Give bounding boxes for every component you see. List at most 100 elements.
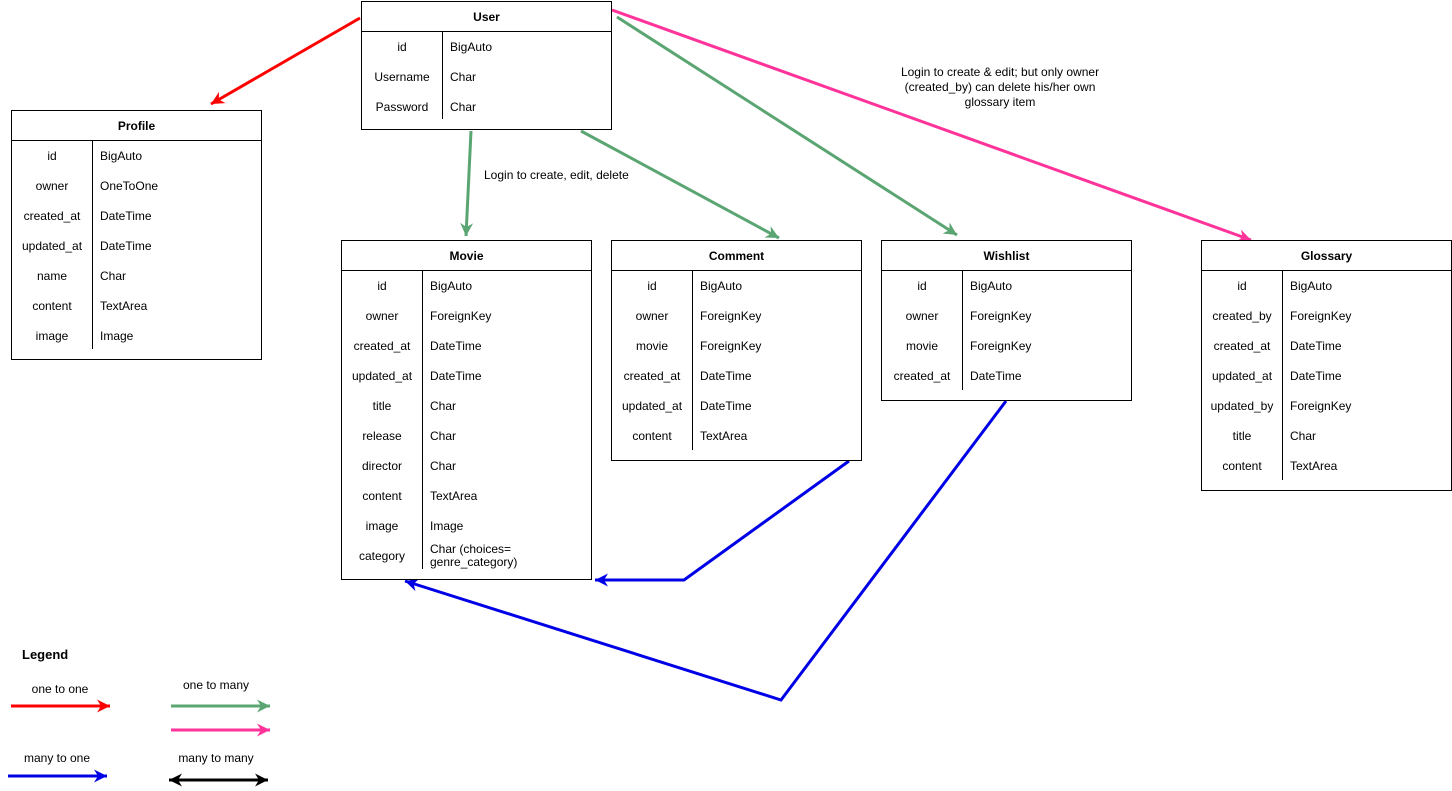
field-type: Image [430,518,464,533]
field-type: ForeignKey [970,338,1032,353]
field-row-wishlist-created_at: created_at DateTime [882,361,1131,391]
field-name: id [647,279,657,293]
legend-label-many-to-one: many to one [23,751,91,765]
entity-glossary-title: Glossary [1202,241,1451,271]
entity-glossary-divider [1282,271,1283,480]
glossary-permission-note: Login to create & edit; but only owner (… [900,65,1100,109]
field-type: OneToOne [100,178,159,193]
edge-comment-movie-arrowhead [595,573,608,587]
edge-user-wishlist-arrowhead [942,222,957,235]
legend-line-many-to-many-start-arrowhead [169,773,182,787]
field-type: Image [100,328,134,343]
field-row-glossary-content: content TextArea [1202,451,1451,481]
field-name: director [361,459,402,473]
field-row-profile-owner: owner OneToOne [12,171,261,201]
field-type: BigAuto [1290,278,1333,293]
field-type: BigAuto [100,148,143,163]
field-type: Char [100,268,127,283]
field-type: Char [430,398,457,413]
field-row-glossary-updated_at: updated_at DateTime [1202,361,1451,391]
field-type: DateTime [430,368,482,383]
field-type: DateTime [970,368,1022,383]
field-type: ForeignKey [1290,398,1352,413]
field-row-comment-updated_at: updated_at DateTime [612,391,861,421]
field-type: Char [1290,428,1317,443]
field-name: updated_at [1211,369,1273,383]
field-name: created_at [23,209,81,223]
entity-movie-divider [422,271,423,569]
field-name: created_at [1213,339,1271,353]
field-type: TextArea [430,488,478,503]
edge-user-profile [210,16,361,106]
field-type: Char [430,458,457,473]
legend-label-one-to-one: one to one [31,682,89,696]
legend-line-one-to-many-arrowhead [257,699,270,713]
field-name: owner [35,179,69,193]
field-name: owner [365,309,399,323]
edge-user-movie [464,130,473,237]
field-name: created_at [353,339,411,353]
field-name: title [1232,429,1252,443]
edge-user-wishlist [616,15,958,237]
field-type: ForeignKey [700,338,762,353]
legend-title: Legend [22,647,69,662]
field-name: updated_at [621,399,683,413]
field-type: ForeignKey [700,308,762,323]
field-type: DateTime [1290,338,1342,353]
edge-wishlist-movie-arrowhead [405,578,420,592]
field-name: content [1222,459,1262,473]
field-type: BigAuto [970,278,1013,293]
field-name: created_at [893,369,951,383]
edge-user-comment-arrowhead [764,226,779,238]
movie-permission-note: Login to create, edit, delete [484,168,629,182]
legend-line-one-to-one-arrowhead [97,699,110,713]
field-type: TextArea [1290,458,1338,473]
field-type: BigAuto [700,278,743,293]
field-type: DateTime [700,398,752,413]
entity-wishlist-title: Wishlist [882,241,1131,271]
field-type: DateTime [100,208,152,223]
entity-user-title: User [362,2,611,32]
field-name: Password [375,100,429,114]
field-name: content [632,429,672,443]
field-name: release [362,429,402,443]
entity-profile-title: Profile [12,111,261,141]
field-type: DateTime [100,238,152,253]
field-name: created_at [623,369,681,383]
field-type: DateTime [1290,368,1342,383]
field-name: created_by [1212,309,1272,323]
field-type: Char [430,428,457,443]
legend-line-many-to-many-arrowhead [255,773,268,787]
field-type: BigAuto [450,39,493,54]
field-row-glossary-title: title Char [1202,421,1451,451]
